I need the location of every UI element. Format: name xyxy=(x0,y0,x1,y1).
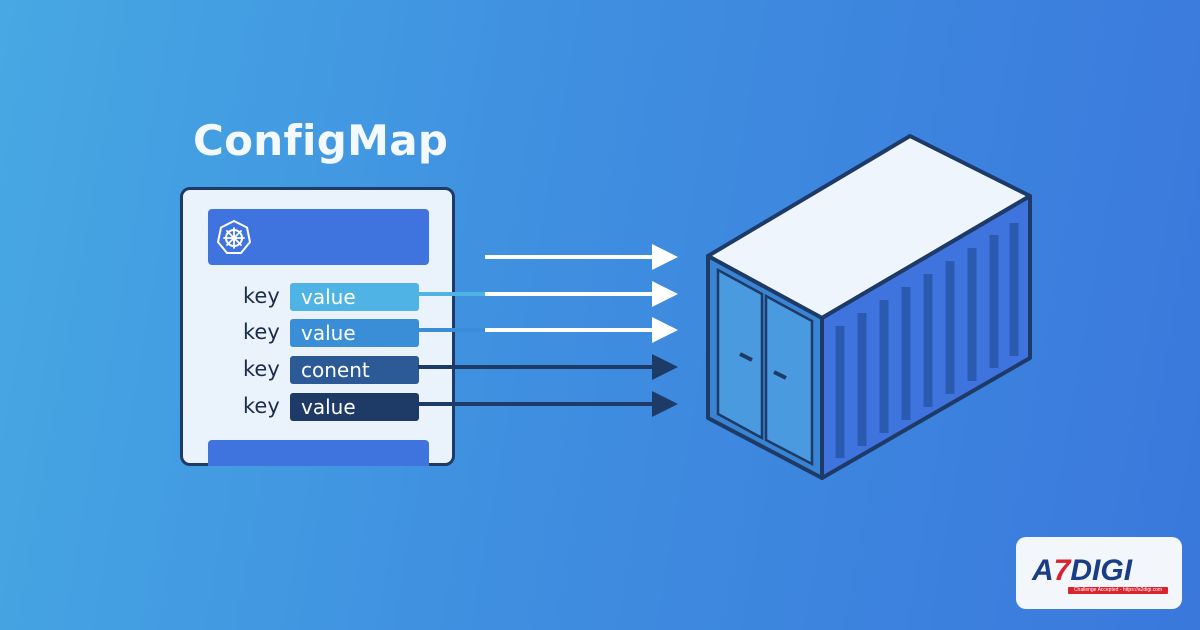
configmap-card: key value key value key conent key value xyxy=(180,187,455,466)
logo-letter-a: A xyxy=(1032,554,1054,587)
a7digi-logo: A7DIGI Challenge Accepted - https://a2di… xyxy=(1016,537,1182,609)
entry-key: key xyxy=(243,394,280,418)
flow-arrow xyxy=(418,317,678,343)
kubernetes-helm-icon xyxy=(216,219,252,254)
logo-word-digi: DIGI xyxy=(1070,554,1133,587)
logo-digit-seven: 7 xyxy=(1053,554,1071,587)
shipping-container-icon xyxy=(706,134,1032,480)
entry-key: key xyxy=(243,284,280,308)
flow-arrow xyxy=(485,244,678,270)
entry-value: value xyxy=(290,393,419,421)
logo-wordmark: A7DIGI xyxy=(1032,554,1132,588)
config-entry-row: key conent xyxy=(183,356,453,384)
config-entry-row: key value xyxy=(183,393,453,421)
entry-key: key xyxy=(243,320,280,344)
flow-arrow xyxy=(418,354,678,380)
card-footer xyxy=(208,440,429,466)
entry-key: key xyxy=(243,357,280,381)
entry-value: conent xyxy=(290,356,419,384)
logo-tagline: Challenge Accepted - https://a2digi.com xyxy=(1068,587,1168,594)
flow-arrow xyxy=(418,391,678,417)
entry-value: value xyxy=(290,283,419,311)
configmap-title: ConfigMap xyxy=(193,116,449,165)
flow-arrow xyxy=(418,281,678,307)
config-entry-row: key value xyxy=(183,283,453,311)
config-entry-row: key value xyxy=(183,319,453,347)
card-header xyxy=(208,209,429,265)
entry-value: value xyxy=(290,319,419,347)
